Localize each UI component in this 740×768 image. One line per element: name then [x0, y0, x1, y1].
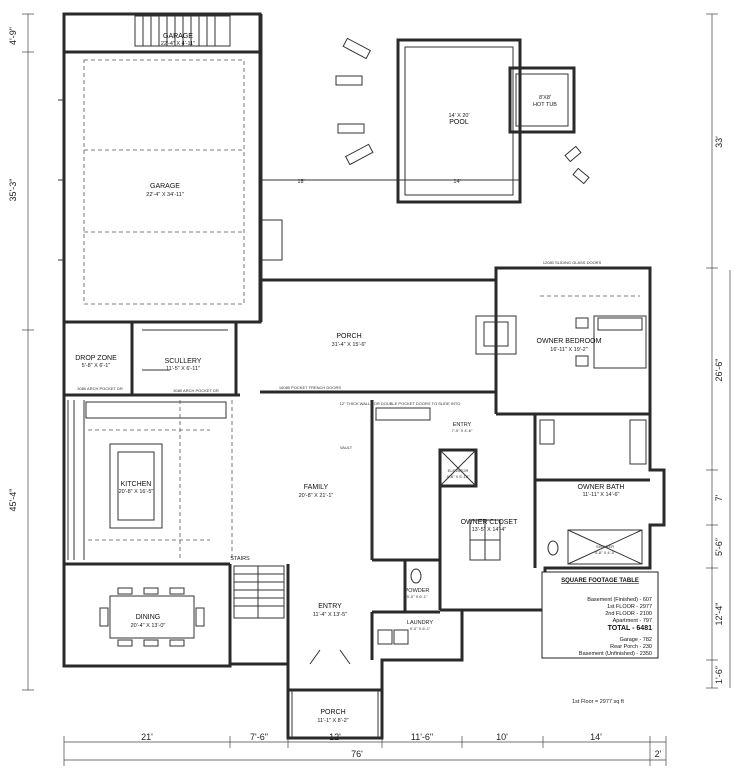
drop-zone-size: 5'-8" X 6'-1": [82, 363, 111, 369]
shower-name: SHOWER: [596, 544, 614, 549]
porch-front-size: 11'-1" X 8'-2": [317, 718, 348, 724]
note-pocket-doors: 16080 POCKET FRENCH DOORS: [279, 385, 341, 390]
pool-deck: [261, 14, 576, 322]
garage-size: 22'-4" X 34'-11": [146, 192, 183, 198]
dim-bottom-10: 10': [496, 732, 508, 742]
sqft-total: TOTAL - 6481: [608, 625, 652, 632]
owner-bedroom-size: 16'-11" X 19'-2": [550, 347, 587, 353]
dim-right-7: 7': [714, 494, 724, 501]
sqft-row: Basement (Finished) - 607: [587, 597, 652, 603]
dim-bottom-11-6: 11'-6": [411, 732, 433, 742]
owner-bed: [540, 295, 647, 369]
sqft-row: Apartment - 797: [613, 618, 652, 624]
dim-bottom-total: 76': [351, 749, 363, 759]
sqft-row: 1st FLOOR - 2977: [607, 604, 652, 610]
dim-right-5-6: 5'-6": [714, 538, 724, 556]
garage-top-size: 22'-4" X 4'-11": [161, 41, 195, 47]
powder-name: POWDER: [405, 588, 430, 594]
owner-bedroom-name: OWNER BEDROOM: [537, 338, 602, 345]
dim-bottom-7-6: 7'-6": [250, 732, 268, 742]
dim-bottom-14: 14': [590, 732, 602, 742]
note-sliding-doors: 12080 SLIDING GLASS DOORS: [543, 260, 602, 265]
hot-tub-name: HOT TUB: [533, 102, 557, 108]
hot-tub-size: 8'X8': [539, 95, 551, 101]
garage-stairs: [134, 15, 231, 47]
elevator-box: [438, 448, 478, 488]
pool-size: 14' X 20': [448, 113, 469, 119]
laundry-size: 9'-0" X 6'-1": [410, 626, 431, 631]
dim-bottom-21: 21': [141, 732, 153, 742]
dimension-lines-bottom: [63, 736, 667, 766]
entry-name: ENTRY: [318, 603, 342, 610]
scullery-name: SCULLERY: [165, 358, 202, 365]
dimension-lines-right: [706, 13, 731, 689]
porch-rear-name: PORCH: [336, 333, 361, 340]
stairs-name: STAIRS: [230, 556, 250, 562]
porch-front-name: PORCH: [320, 709, 345, 716]
sqft-extra: Basement (Unfinished) - 2350: [579, 651, 652, 657]
owner-bath-name: OWNER BATH: [578, 484, 625, 491]
owner-bath-fixtures: [539, 419, 647, 565]
powder-laundry-fixtures: [377, 568, 422, 645]
main-stairs: [233, 565, 285, 619]
dim-bottom-2: 2': [655, 749, 662, 759]
owner-closet-name: OWNER CLOSET: [461, 519, 519, 526]
dim-left-top: 4'-9": [8, 27, 18, 45]
sqft-table: [541, 571, 659, 659]
pool-name: POOL: [449, 119, 469, 126]
dim-left-mid: 35'-3": [8, 179, 18, 202]
owner-bath-size: 11'-11" X 14'-6": [583, 492, 620, 498]
sqft-row: 2nd FLOOR - 2100: [605, 611, 652, 617]
porch-rear-size: 31'-4" X 15'-6": [332, 342, 367, 348]
note-wall: 12" THICK WALL FOR DOUBLE POCKET DOORS T…: [340, 401, 461, 406]
owner-closet-size: 13'-5" X 14'-4": [472, 527, 507, 533]
scullery-walls: [64, 322, 240, 560]
kitchen-name: KITCHEN: [121, 481, 152, 488]
owner-closet-island: [469, 519, 501, 561]
kitchen-size: 20'-8" X 16'-5": [119, 489, 154, 495]
entry-size: 11'-4" X 13'-5": [313, 612, 347, 618]
lounge-chairs: [335, 37, 590, 185]
porch-fireplace: [261, 219, 517, 355]
garage-name: GARAGE: [150, 183, 180, 190]
drop-zone-name: DROP ZONE: [75, 355, 117, 362]
family-name: FAMILY: [304, 484, 329, 491]
sqft-extra: Rear Porch - 230: [610, 644, 652, 650]
family-size: 20'-8" X 21'-1": [299, 493, 334, 499]
front-porch: [286, 649, 384, 740]
sqft-title: SQUARE FOOTAGE TABLE: [561, 578, 639, 584]
note-floor-area: 1st Floor = 2977 sq ft: [572, 699, 624, 705]
dim-right-mid: 26'-6": [714, 359, 724, 382]
pool-dim-18: 18': [297, 179, 304, 185]
dim-right-12-4: 12'-4": [714, 603, 724, 626]
elevator-name: ELEVATOR: [448, 468, 469, 473]
note-vault: VAULT: [340, 445, 353, 450]
note-arch-pocket-1: 3080 ARCH POCKET DR: [77, 386, 123, 391]
entry-small-name: ENTRY: [453, 422, 472, 428]
dim-right-top: 33': [714, 136, 724, 148]
elevator-size: 4'-8" X 5'-10": [446, 474, 470, 479]
family-room-lines: [231, 400, 431, 560]
note-arch-pocket-2: 3080 ARCH POCKET DR: [173, 388, 219, 393]
entry-small-size: 7'-0" X 4'-6": [452, 428, 473, 433]
scullery-size: 11'-5" X 6'-11": [166, 366, 200, 372]
shower-size: 4'-8" X 4'-0": [595, 550, 616, 555]
dining-name: DINING: [136, 614, 161, 621]
laundry-name: LAUNDRY: [407, 620, 434, 626]
dim-right-1-6: 1'-6": [714, 666, 724, 684]
sqft-extra: Garage - 782: [620, 637, 652, 643]
dining-table: [99, 587, 205, 647]
dining-size: 20'-4" X 13'-0": [131, 623, 166, 629]
dim-left-bottom: 45'-4": [8, 489, 18, 512]
garage-top-name: GARAGE: [163, 33, 193, 40]
kitchen-island: [85, 400, 227, 560]
powder-size: 5'-0" X 6'-1": [407, 594, 428, 599]
dimension-lines-left: [22, 13, 34, 691]
garage-walls: [58, 12, 262, 324]
pool-dim-14: 14': [453, 179, 460, 185]
